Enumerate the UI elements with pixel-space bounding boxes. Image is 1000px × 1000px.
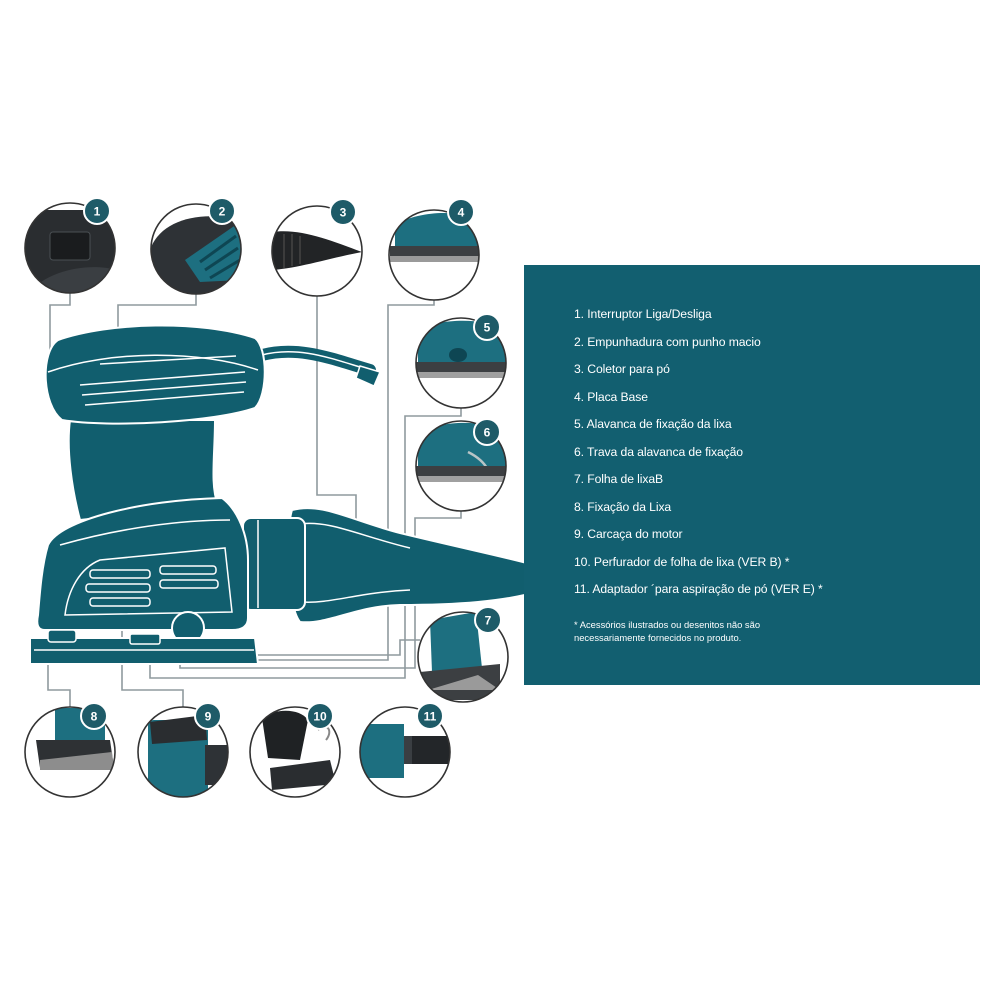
dust-collector-icon — [272, 231, 362, 270]
legend-item-11: 11. Adaptador ´para aspiração de pó (VER… — [574, 582, 823, 596]
legend-panel-bg — [524, 265, 980, 685]
leader-line-4 — [248, 300, 435, 661]
callout-number-8: 8 — [91, 710, 98, 724]
callout-number-11: 11 — [424, 710, 437, 724]
legend-item-7: 7. Folha de lixaB — [574, 472, 664, 486]
callout-7: 7 — [417, 606, 509, 703]
legend-item-3: 3. Coletor para pó — [574, 362, 670, 376]
legend-footnote: * Acessórios ilustrados ou desenitos não… — [574, 618, 761, 643]
callout-9: 9 — [137, 702, 229, 798]
clamp-lever-icon — [449, 348, 467, 362]
leader-line-2 — [117, 294, 197, 335]
soft-grip-handle — [44, 324, 266, 425]
callout-5: 5 — [415, 313, 507, 409]
legend-item-10: 10. Perfurador de folha de lixa (VER B) … — [574, 554, 790, 569]
legend-item-6: 6. Trava da alavanca de fixação — [574, 444, 743, 459]
legend-item-2: 2. Empunhadura com punho macio — [574, 334, 761, 349]
callout-number-9: 9 — [205, 710, 212, 724]
base-plate — [29, 637, 260, 665]
callout-number-5: 5 — [484, 321, 491, 335]
base-plate-icon — [390, 246, 479, 256]
callout-number-1: 1 — [94, 205, 101, 219]
callout-1: 1 — [24, 197, 116, 294]
callout-6: 6 — [415, 418, 507, 512]
callout-4: 4 — [388, 198, 480, 301]
callout-11: 11 — [359, 702, 451, 798]
legend-panel: 1. Interruptor Liga/Desliga 2. Empunhadu… — [524, 265, 980, 685]
callout-2: 2 — [150, 197, 242, 295]
callout-8: 8 — [24, 702, 116, 798]
sheet-punch-icon — [262, 710, 308, 760]
callout-3: 3 — [271, 198, 363, 297]
leader-line-1 — [49, 293, 71, 350]
legend-item-8: 8. Fixação da Lixa — [574, 499, 672, 514]
power-switch-icon — [49, 231, 91, 261]
sander-body — [29, 324, 555, 665]
callout-number-6: 6 — [484, 426, 491, 440]
legend-item-4: 4. Placa Base — [574, 389, 648, 404]
callouts: 1 2 3 — [24, 197, 509, 798]
legend-item-1: 1. Interruptor Liga/Desliga — [574, 307, 712, 321]
callout-number-7: 7 — [485, 614, 492, 628]
legend-item-9: 9. Carcaça do motor — [574, 527, 683, 541]
callout-number-10: 10 — [313, 710, 327, 724]
lower-housing — [36, 496, 249, 631]
callout-10: 10 — [249, 702, 341, 798]
callout-number-4: 4 — [458, 206, 465, 220]
callout-number-2: 2 — [219, 205, 226, 219]
leader-line-7 — [250, 639, 420, 656]
leader-line-8 — [47, 655, 71, 707]
legend-list: 1. Interruptor Liga/Desliga 2. Empunhadu… — [574, 301, 960, 604]
legend-item-5: 5. Alavanca de fixação da lixa — [574, 417, 732, 431]
callout-number-3: 3 — [340, 206, 347, 220]
